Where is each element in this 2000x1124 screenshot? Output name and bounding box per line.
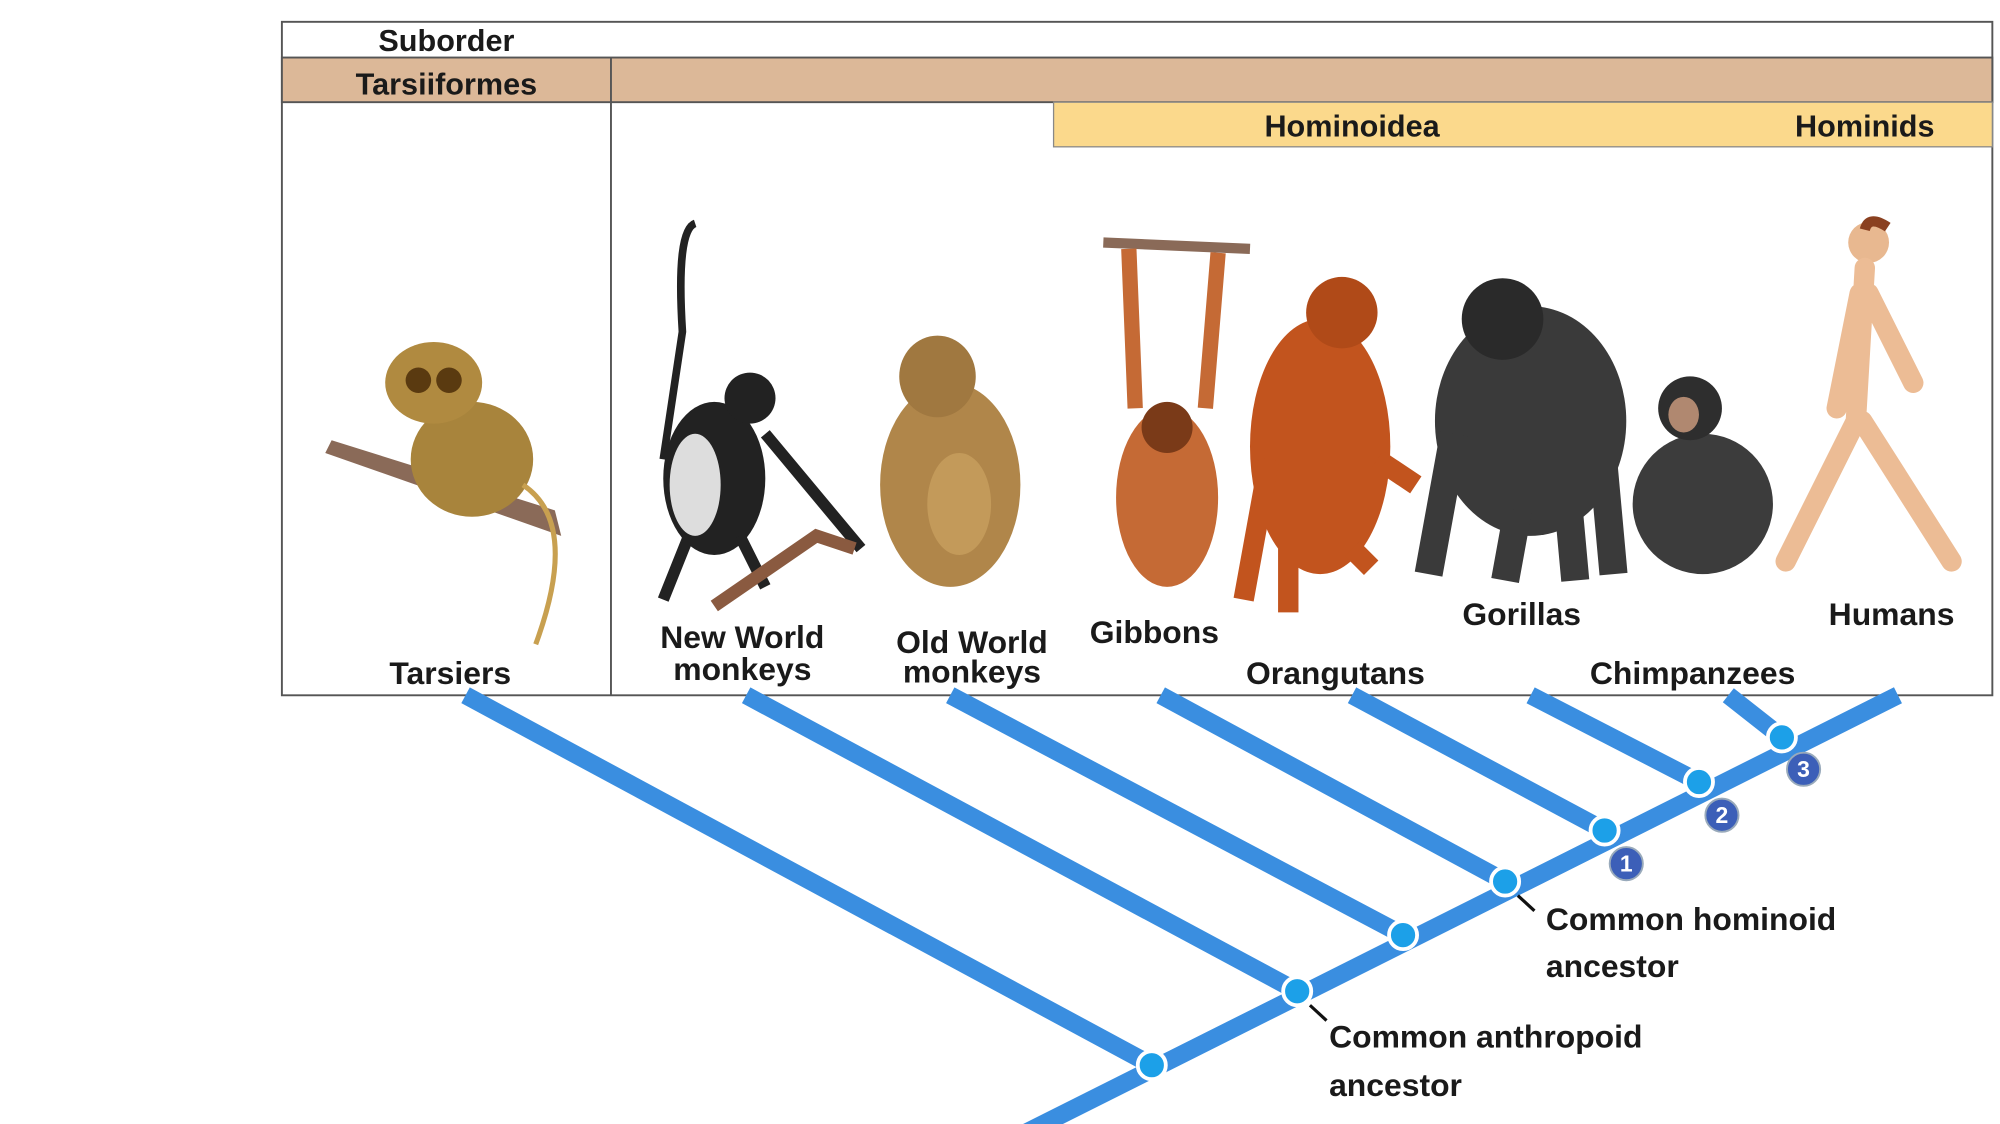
branch-gibbons: [1156, 687, 1510, 890]
ancestor-annotations: Common hominoid ancestor Common anthropo…: [1308, 894, 1836, 1103]
gorilla-illustration: [1414, 278, 1628, 584]
new-world-monkey-illustration: [657, 219, 866, 612]
humans-label: Humans: [1829, 596, 1955, 632]
chimpanzees-label: Chimpanzees: [1590, 655, 1795, 691]
marker-2-badge: [1704, 797, 1740, 833]
suborder-label: Suborder: [378, 24, 514, 58]
node-catarrhine: [1387, 919, 1420, 952]
human-illustration: [1775, 216, 1962, 572]
old-world-monkeys-label-line2: monkeys: [903, 654, 1041, 690]
node-3: [1765, 721, 1798, 754]
marker-1-badge: [1608, 846, 1644, 882]
common-anthropoid-label-line2: ancestor: [1329, 1067, 1462, 1103]
node-markers: 1 2 3: [1608, 751, 1822, 882]
node-common-anthropoid: [1281, 975, 1314, 1008]
tarsiiformes-band: [280, 56, 1994, 104]
hominids-label: Hominids: [1795, 110, 1934, 144]
branch-gorillas: [1526, 687, 1704, 790]
marker-1-label: 1: [1620, 850, 1633, 876]
branch-tarsiers: [461, 687, 1157, 1074]
animal-illustrations: [325, 216, 1962, 646]
gibbons-label: Gibbons: [1090, 614, 1219, 650]
branch-new-world-monkeys: [741, 687, 1302, 1000]
animal-labels: Tarsiers New World monkeys Old World mon…: [389, 596, 1954, 691]
common-anthropoid-label-line1: Common anthropoid: [1329, 1018, 1642, 1054]
hominoidea-label: Hominoidea: [1264, 110, 1440, 144]
tarsiiformes-label: Tarsiiformes: [356, 68, 537, 102]
node-primate: [1135, 1049, 1168, 1082]
anthropoid-leader-line: [1308, 1004, 1328, 1022]
tarsiers-label: Tarsiers: [389, 655, 511, 691]
common-hominoid-label-line1: Common hominoid: [1546, 901, 1836, 937]
hominoid-leader-line: [1516, 894, 1536, 913]
orangutan-illustration: [1233, 276, 1422, 613]
hominoidea-band: [1052, 101, 1993, 148]
common-hominoid-label-line2: ancestor: [1546, 948, 1679, 984]
old-world-monkey-illustration: [880, 335, 1021, 587]
branch-old-world-monkeys: [946, 687, 1408, 943]
node-2: [1683, 766, 1715, 798]
tarsier-illustration: [325, 341, 562, 646]
new-world-monkeys-label-line2: monkeys: [673, 651, 811, 687]
gorillas-label: Gorillas: [1462, 596, 1581, 632]
marker-3-badge: [1786, 751, 1822, 787]
node-1: [1588, 814, 1621, 847]
gibbon-illustration: [1103, 237, 1251, 587]
marker-2-label: 2: [1716, 802, 1729, 828]
old-world-monkeys-label-line1: Old World: [896, 624, 1048, 660]
tree-nodes: [1135, 721, 1798, 1082]
branch-orangutans: [1347, 687, 1609, 839]
marker-3-label: 3: [1797, 756, 1810, 782]
chimpanzee-illustration: [1632, 376, 1773, 575]
orangutans-label: Orangutans: [1246, 655, 1425, 691]
new-world-monkeys-label-line1: New World: [660, 619, 824, 655]
classification-table: Suborder Tarsiiformes Hominoidea Hominid…: [280, 20, 1994, 697]
node-common-hominoid: [1489, 865, 1522, 898]
